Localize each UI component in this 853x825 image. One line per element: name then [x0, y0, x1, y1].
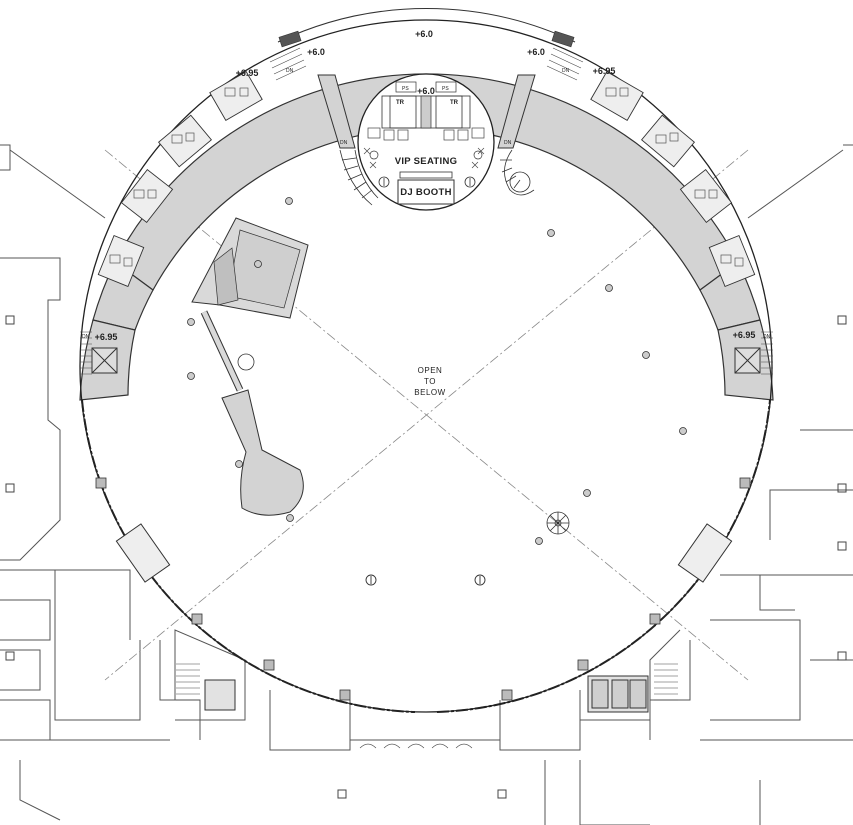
spiral-stair [546, 511, 570, 535]
dn-label-3: DN [82, 334, 90, 340]
dn-label-4: DN [763, 334, 771, 340]
open-label-3: BELOW [414, 388, 445, 397]
vip-seats [363, 127, 485, 169]
dn-label-2: DN [562, 68, 570, 74]
ps-label-left: PS [402, 86, 409, 92]
open-label-2: TO [424, 377, 436, 386]
dj-stairs [339, 149, 535, 206]
elevation-mid-right: +6.95 [733, 330, 756, 340]
booth-seats [109, 87, 744, 267]
perimeter-columns [95, 477, 751, 701]
elevation-mid-left: +6.95 [95, 332, 118, 342]
suspended-platform [191, 217, 309, 516]
lower-cores [115, 523, 733, 713]
ring-lifts [91, 347, 761, 374]
dj-booth-label: DJ BOOTH [400, 187, 452, 198]
grid-lines [104, 149, 749, 681]
open-label-1: OPEN [418, 366, 443, 375]
elevation-upper-left: +6.95 [236, 68, 259, 78]
dn-label-1: DN [286, 68, 294, 74]
main-circle [79, 19, 773, 713]
ring-stairs [80, 47, 773, 375]
elevation-top-right: +6.0 [527, 47, 545, 57]
elevation-upper-right: +6.95 [593, 66, 616, 76]
elevation-top: +6.0 [415, 29, 433, 39]
dn-label-5: DN [340, 140, 348, 146]
dj-platform [357, 73, 495, 211]
ring-booths-left [97, 71, 263, 288]
ps-label-right: PS [442, 86, 449, 92]
elevator-markers [365, 574, 486, 586]
vip-seating-label: VIP SEATING [395, 156, 458, 167]
labels: VIP SEATING DJ BOOTH OPEN TO BELOW +6.0 … [82, 29, 771, 397]
elevation-booth: +6.0 [417, 86, 435, 96]
toilet-label-right: TR [450, 100, 459, 106]
lower-stairs [176, 663, 678, 749]
round-columns [187, 197, 687, 545]
ring-booths-right [590, 71, 756, 288]
elevation-top-left: +6.0 [307, 47, 325, 57]
outer-columns [5, 315, 847, 799]
dn-label-6: DN [504, 140, 512, 146]
toilet-label-left: TR [396, 100, 405, 106]
top-bridge [277, 8, 576, 149]
